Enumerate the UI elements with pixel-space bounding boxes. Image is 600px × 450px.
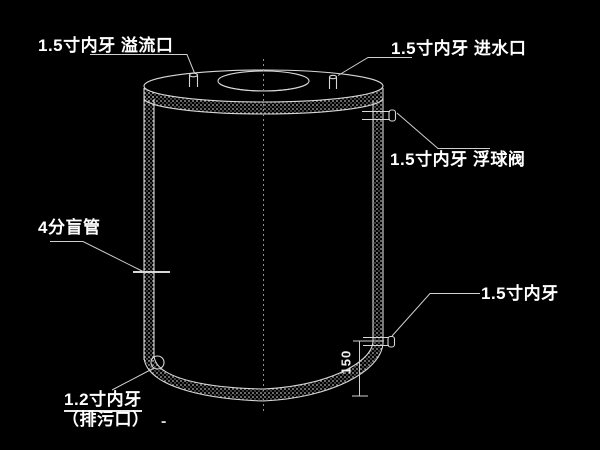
left-wall-hatch xyxy=(144,93,154,361)
label-overflow-port: 1.5寸内牙 溢流口 xyxy=(38,36,174,55)
lid-rim-hatch xyxy=(144,86,383,114)
leader-float-valve xyxy=(396,112,490,149)
leader-overflow xyxy=(90,54,195,74)
leader-drain xyxy=(111,367,155,391)
side-port-nozzle xyxy=(363,335,396,348)
overflow-nozzle xyxy=(188,72,199,87)
leader-inlet xyxy=(337,57,412,76)
drain-dash-mark: - xyxy=(161,413,167,430)
label-blind-pipe: 4分盲管 xyxy=(38,218,101,237)
label-float-valve-port: 1.5寸内牙 浮球阀 xyxy=(390,150,526,169)
label-drain-name: （排污口） xyxy=(62,410,150,429)
label-inlet-port: 1.5寸内牙 进水口 xyxy=(391,39,527,58)
bottom-hatch xyxy=(144,342,383,401)
drain-port-circle xyxy=(150,355,165,370)
leader-blind-pipe xyxy=(50,241,144,272)
float-valve-nozzle xyxy=(362,109,397,122)
dimension-150 xyxy=(352,340,384,397)
inlet-nozzle xyxy=(328,74,338,89)
right-wall-hatch xyxy=(373,97,383,344)
label-side-port: 1.5寸内牙 xyxy=(481,284,559,303)
label-drain-size: 1.2寸内牙 xyxy=(64,390,142,412)
leader-side-port xyxy=(391,293,480,337)
dimension-150-text: 150 xyxy=(338,349,354,375)
